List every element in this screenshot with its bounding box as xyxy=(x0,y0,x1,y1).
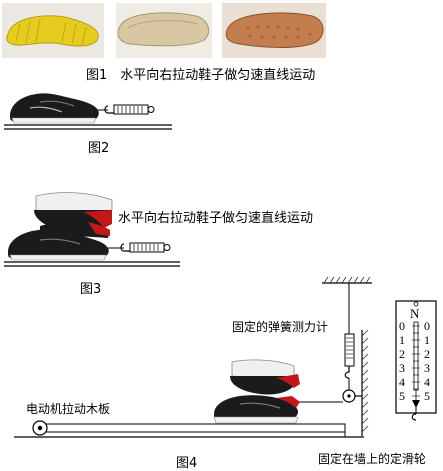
figure-3-instruction: 水平向右拉动鞋子做匀速直线运动 xyxy=(118,211,314,226)
scale-right-ticks: 0 1 2 3 4 5 xyxy=(424,320,434,404)
scale-unit: N xyxy=(410,306,420,321)
scale-left-tick: 0 xyxy=(399,319,405,333)
scale-right-tick: 2 xyxy=(424,347,430,361)
bottom-shoe-icon xyxy=(8,229,109,261)
stacked-shoes-icon xyxy=(213,359,300,424)
beige-sole-photo xyxy=(116,3,212,58)
scale-right-tick: 0 xyxy=(424,319,430,333)
scale-right-tick: 3 xyxy=(424,361,430,375)
scale-left-tick: 1 xyxy=(399,333,405,347)
scale-right-tick: 5 xyxy=(424,389,430,403)
figure-1-caption: 图1 水平向右拉动鞋子做匀速直线运动 xyxy=(86,68,316,83)
wooden-board xyxy=(39,423,346,433)
scale-left-tick: 3 xyxy=(399,361,405,375)
scale-right-tick: 4 xyxy=(424,375,430,389)
figure-3-caption: 图3 xyxy=(80,282,102,297)
pulley-label: 固定在墙上的定滑轮 xyxy=(318,452,427,466)
figure-2-caption: 图2 xyxy=(88,141,110,156)
figure-4-caption: 图4 xyxy=(176,456,198,471)
scale-left-tick: 5 xyxy=(399,389,405,403)
scale-left-tick: 4 xyxy=(399,375,405,389)
scale-left-tick: 2 xyxy=(399,347,405,361)
shoe-icon xyxy=(10,93,99,124)
spring-scale-label: 固定的弹簧测力计 xyxy=(232,320,329,334)
tan-sole-photo xyxy=(222,3,326,58)
scale-right-tick: 1 xyxy=(424,333,430,347)
yellow-sole-photo xyxy=(2,3,104,58)
spring-scale-dial-icon xyxy=(395,300,437,421)
scale-left-ticks: 0 1 2 3 4 5 xyxy=(399,320,409,404)
motor-label: 电动机拉动木板 xyxy=(26,402,111,416)
